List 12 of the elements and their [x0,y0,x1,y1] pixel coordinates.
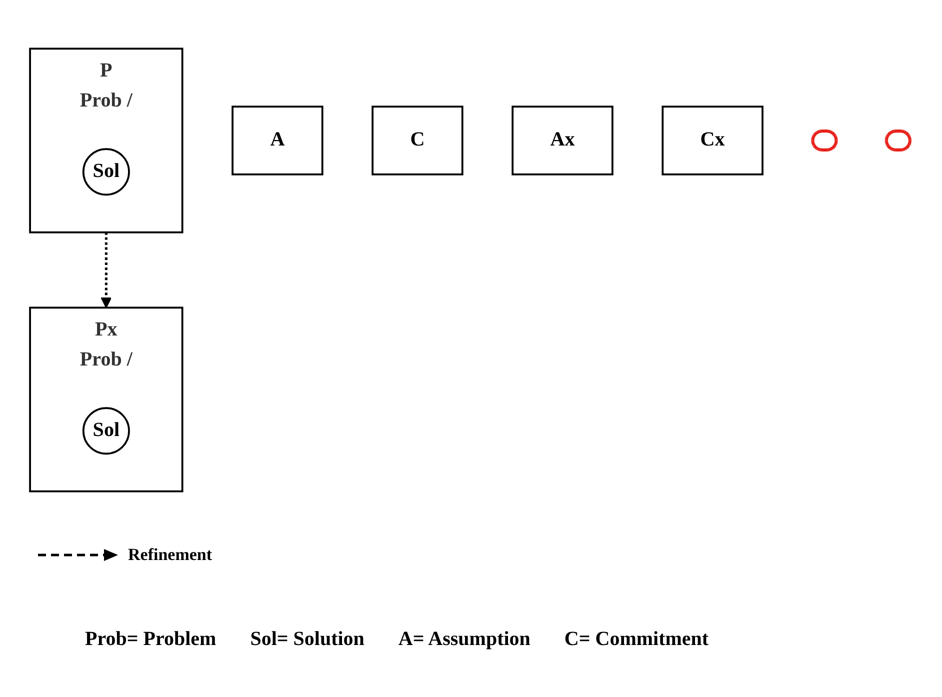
node-box: Ax [512,106,614,176]
node-box: Cx [662,106,764,176]
node-circle: Sol [82,148,130,196]
node-box: C [372,106,464,176]
arrow [100,232,112,308]
node-circle: Sol [82,407,130,455]
abbreviation-note: C= Commitment [564,628,709,651]
abbreviation-note: Prob= Problem [85,628,216,651]
node-box: A [232,106,324,176]
abbreviation-note: A= Assumption [398,628,530,651]
legend-text: Refinement [128,545,212,565]
abbreviation-note: Sol= Solution [250,628,364,651]
